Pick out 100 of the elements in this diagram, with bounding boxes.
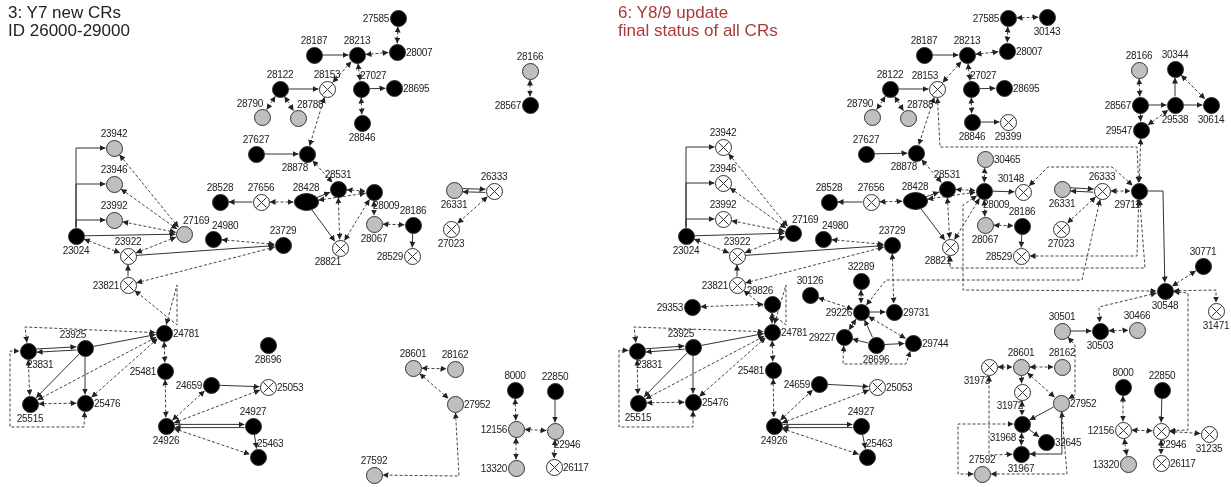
node-id-label: 28529 [985,250,1012,262]
node-id-label: 27656 [857,182,885,193]
node-id-label: 24980 [212,220,239,231]
connector-arrow [745,243,884,256]
node-id-label: 28428 [901,181,929,192]
connector-arrow [993,222,1014,229]
node-id-label: 8000 [1112,367,1134,378]
node-circle [763,323,781,341]
node-id-label: 24781 [781,326,808,338]
crossed-circle [119,247,137,265]
connector-arrow [1067,336,1076,400]
node-circle [784,224,802,242]
connector-arrow [527,79,533,97]
node-id-label: 22850 [1148,370,1176,381]
node-id-label: 30614 [1197,114,1225,125]
node-circle [105,211,123,229]
node-id-label: 26331 [1048,198,1076,209]
node-circle [1130,61,1148,79]
connector-arrow [1158,439,1164,455]
connector-arrow [942,60,962,84]
connector-arrow [343,198,371,242]
node-id-label: 24659 [783,378,810,390]
crossed-circle [714,174,732,192]
connector-arrow [1018,432,1025,446]
node-circle [365,466,383,484]
connector-arrow [9,348,88,428]
node-id-label: 28122 [876,69,904,80]
connector-arrow [1148,102,1167,108]
node-id-label: 28162 [1048,347,1076,358]
node-circle [801,286,819,304]
crossed-circle [1052,220,1070,238]
connector-arrow [134,284,178,326]
node-id-label: 23925 [59,329,86,340]
node-id-label: 26117 [1170,457,1196,469]
connector-arrow [419,373,449,399]
node-circle [175,225,193,243]
connector-arrow [135,245,276,285]
node-circle [765,417,783,435]
node-circle [353,114,371,132]
connector-arrow [35,344,78,355]
connector-arrow [920,208,946,241]
node-circle [810,375,828,393]
connector-arrow [84,231,176,238]
connector-arrow [1066,196,1097,224]
connector-arrow [879,198,903,205]
connector-arrow [840,345,912,365]
connector-arrow [1019,400,1025,416]
connector-arrow [284,95,294,112]
node-id-label: 30501 [1048,311,1076,322]
node-id-label: 23946 [709,163,737,174]
connector-arrow [979,85,996,92]
node-circle [973,465,991,483]
node-circle [907,144,925,162]
crossed-circle [1152,422,1170,440]
crossed-circle [1200,425,1218,443]
connector-arrow [1069,185,1095,195]
connector-arrow [228,199,253,205]
node-circle [365,215,383,233]
node-id-label: 22946 [554,439,581,450]
connector-arrow [727,153,789,227]
node-id-label: 25463 [257,438,284,449]
connector-arrow [382,412,460,479]
connector-arrow [421,365,447,372]
node-id-label: 27952 [464,398,491,410]
node-circle [899,109,917,127]
crossed-circle [941,238,959,256]
node-circle [446,395,464,413]
node-circle [329,180,347,198]
node-circle [1053,358,1071,376]
connector-arrow [848,318,857,331]
node-id-label: 28166 [516,51,544,62]
node-id-label: 30465 [994,153,1021,165]
node-id-label: 23925 [667,328,694,339]
connector-arrow [1029,406,1054,421]
connector-arrow [925,191,940,198]
node-id-label: 28428 [292,182,320,193]
connector-arrow [120,188,178,230]
node-circle [1053,322,1071,340]
crossed-circle [928,80,946,98]
connector-arrow [864,319,873,338]
crossed-circle [259,378,277,396]
crossed-circle [403,247,421,265]
connector-arrow [831,237,884,247]
connector-arrow [645,335,765,400]
connector-arrow [921,158,942,184]
node-circle [293,193,319,211]
crossed-circle [999,113,1017,131]
node-circle [352,80,370,98]
connector-arrow [1147,190,1168,283]
node-circle [857,145,875,163]
connector-arrow [38,400,77,407]
node-id-label: 28788 [907,99,934,110]
node-id-label: 31471 [1202,320,1230,331]
node-circle [507,459,525,477]
node-circle [385,79,403,97]
connector-arrow [934,97,1142,183]
node-id-label: 25476 [94,397,121,409]
connector-arrow [926,190,977,202]
node-circle [764,361,782,379]
connector-arrow [874,150,908,157]
